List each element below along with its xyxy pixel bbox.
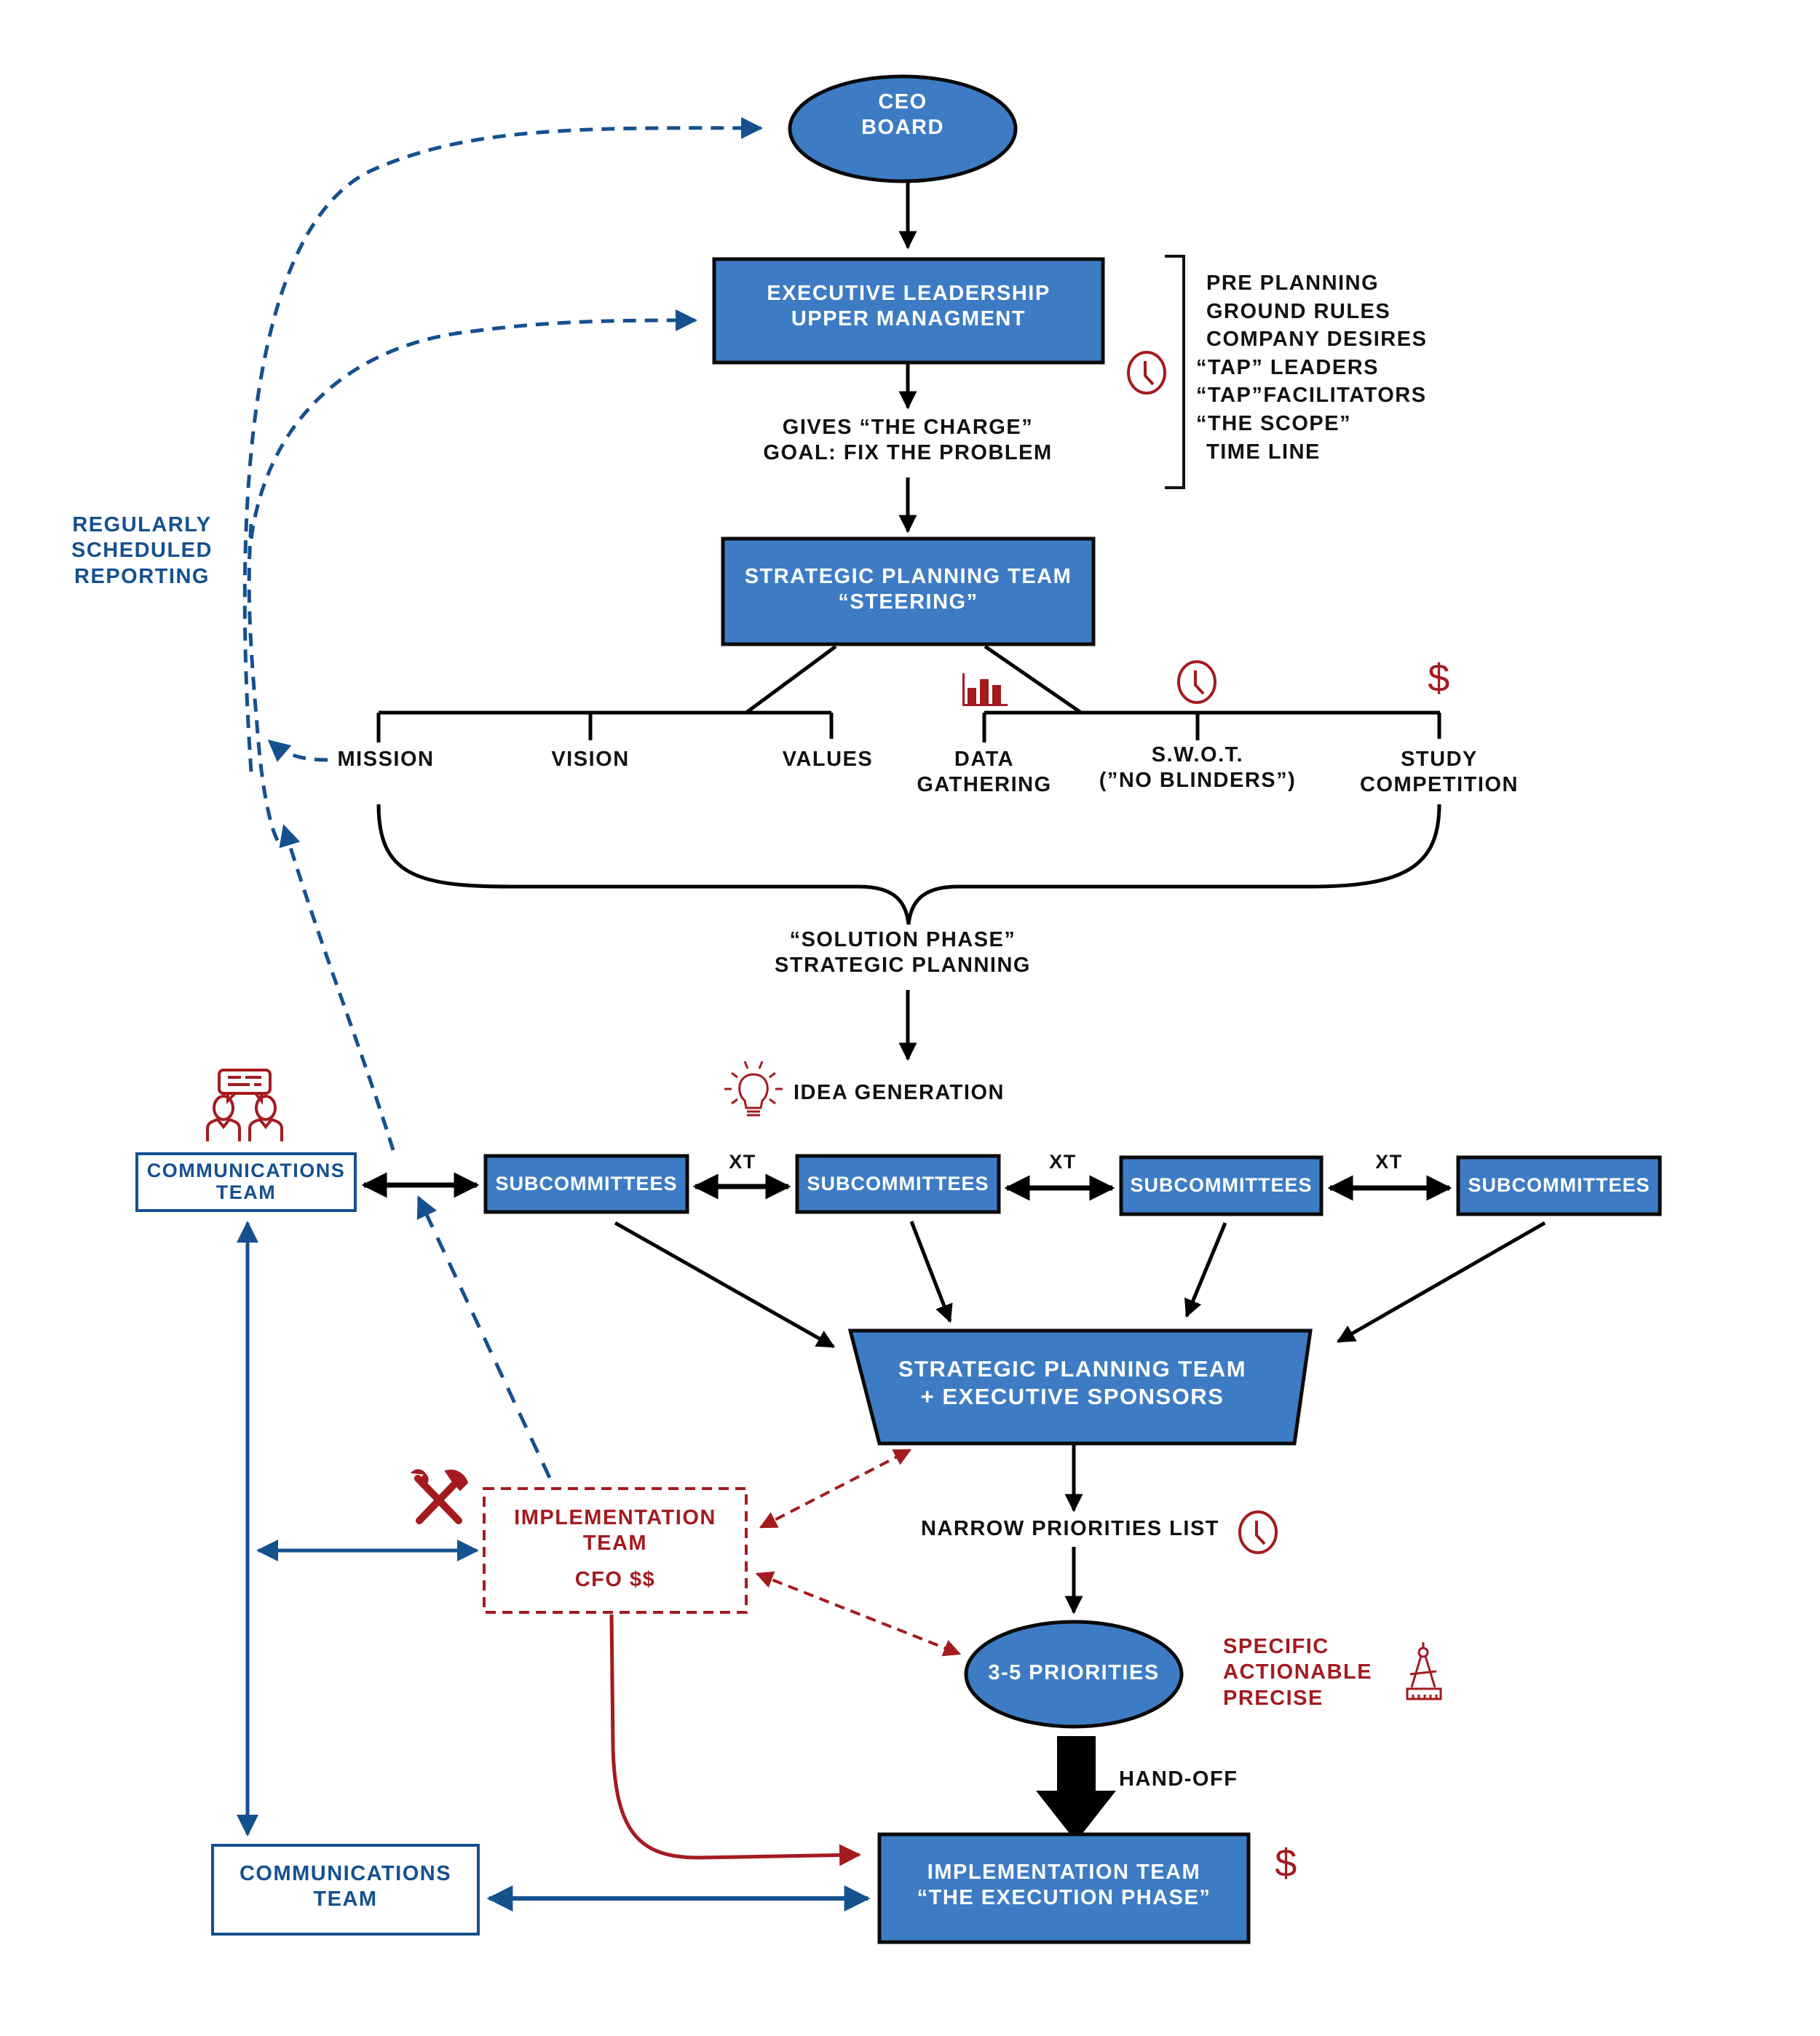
clock-icon — [1127, 351, 1166, 395]
implementation-team-dashed-node — [483, 1487, 748, 1614]
steering-label: STRATEGIC PLANNING TEAM “STEERING” — [744, 565, 1072, 614]
people-chat-icon — [206, 1069, 283, 1141]
tools-icon — [410, 1469, 469, 1524]
executive-leadership-label: EXECUTIVE LEADERSHIP UPPER MANAGMENT — [767, 282, 1051, 331]
sponsors-node — [847, 1328, 1313, 1446]
communications-team-top-node — [135, 1152, 357, 1212]
arrow-sub2-to-sponsors — [909, 1221, 953, 1323]
preplanning-item: “THE SCOPE” — [1196, 411, 1352, 435]
branch-values: VALUES — [782, 748, 874, 771]
steering-node — [721, 536, 1096, 646]
sponsors-label: STRATEGIC PLANNING TEAM + EXECUTIVE SPON… — [898, 1356, 1247, 1409]
communications-team-bottom-label: COMMUNICATIONS TEAM — [239, 1862, 452, 1912]
dollar-icon: $ — [1275, 1842, 1298, 1885]
arrow-impl-priorities — [755, 1571, 962, 1657]
execution-node — [877, 1832, 1251, 1944]
priorities-node — [964, 1620, 1184, 1729]
reporting-line-lower — [279, 824, 395, 1151]
branch-tree-left — [376, 644, 837, 742]
arrow-impl-to-execution — [609, 1614, 861, 1866]
bar-chart-icon — [962, 673, 1008, 706]
branch-swot: S.W.O.T. (”NO BLINDERS”) — [1099, 743, 1297, 793]
xt-label-1: XT — [729, 1151, 756, 1173]
subcommittee-node-4 — [1456, 1155, 1662, 1216]
compass-ruler-icon — [1406, 1642, 1442, 1700]
execution-label: IMPLEMENTATION TEAM “THE EXECUTION PHASE… — [917, 1861, 1211, 1910]
preplanning-list: PRE PLANNING GROUND RULES COMPANY DESIRE… — [1196, 269, 1428, 466]
branch-data-gathering: DATA GATHERING — [917, 748, 1052, 797]
arrow-sub4-to-sponsors — [1336, 1221, 1546, 1344]
reporting-from-implementation — [416, 1195, 552, 1479]
reporting-line-main — [247, 523, 282, 846]
executive-leadership-node — [712, 257, 1105, 365]
branch-vision: VISION — [551, 748, 630, 771]
priorities-label: 3-5 PRIORITIES — [988, 1661, 1160, 1684]
reporting-line-to-ceo — [242, 116, 763, 772]
lightbulb-icon — [724, 1061, 783, 1117]
arrow-sub1-to-sponsors — [614, 1221, 836, 1349]
branch-tree-right — [982, 644, 1441, 742]
preplanning-item: COMPANY DESIRES — [1206, 328, 1428, 352]
preplanning-item: GROUND RULES — [1206, 299, 1391, 323]
xt-label-2: XT — [1049, 1151, 1077, 1173]
subcommittee-label-4: SUBCOMMITTEES — [1468, 1174, 1650, 1196]
arrow-impl-sponsors — [759, 1449, 912, 1529]
subcommittee-label-3: SUBCOMMITTEES — [1130, 1174, 1313, 1196]
dollar-icon: $ — [1428, 657, 1451, 700]
subcommittee-node-2 — [795, 1154, 1001, 1214]
solution-brace — [376, 804, 1441, 925]
branch-mission: MISSION — [337, 748, 435, 771]
ceo-board-node — [788, 74, 1018, 183]
branch-study-competition: STUDY COMPETITION — [1360, 748, 1519, 797]
criteria-label: SPECIFIC ACTIONABLE PRECISE — [1223, 1635, 1373, 1710]
subcommittee-label-1: SUBCOMMITTEES — [495, 1173, 678, 1195]
implementation-dashed-label: IMPLEMENTATION TEAM CFO $$ — [514, 1506, 716, 1591]
preplanning-item: “TAP” LEADERS — [1196, 355, 1379, 379]
subcommittee-label-2: SUBCOMMITTEES — [807, 1173, 989, 1195]
preplanning-bracket — [1165, 255, 1185, 489]
reporting-from-mission — [267, 740, 328, 762]
ceo-board-label: CEO BOARD — [861, 90, 944, 140]
handoff-arrow — [1036, 1736, 1116, 1842]
arrow-sub3-to-sponsors — [1184, 1222, 1227, 1318]
subcommittee-node-1 — [483, 1154, 689, 1214]
reporting-label: REGULARLY SCHEDULED REPORTING — [71, 513, 213, 588]
subcommittee-node-3 — [1119, 1155, 1324, 1216]
charge-label: GIVES “THE CHARGE” GOAL: FIX THE PROBLEM — [763, 416, 1053, 465]
clock-icon — [1238, 1510, 1278, 1554]
preplanning-item: TIME LINE — [1206, 440, 1321, 464]
solution-phase-label: “SOLUTION PHASE” STRATEGIC PLANNING — [775, 928, 1031, 978]
reporting-line-to-exec — [249, 309, 697, 539]
communications-team-bottom-node — [211, 1844, 480, 1936]
handoff-label: HAND-OFF — [1119, 1767, 1238, 1791]
idea-generation-label: IDEA GENERATION — [794, 1081, 1005, 1104]
narrow-priorities-label: NARROW PRIORITIES LIST — [921, 1517, 1219, 1540]
preplanning-item: “TAP”FACILITATORS — [1196, 384, 1427, 408]
clock-icon — [1177, 660, 1216, 704]
communications-team-top-label: COMMUNICATIONS TEAM — [146, 1160, 346, 1203]
preplanning-item: PRE PLANNING — [1206, 272, 1380, 295]
xt-label-3: XT — [1375, 1151, 1403, 1173]
